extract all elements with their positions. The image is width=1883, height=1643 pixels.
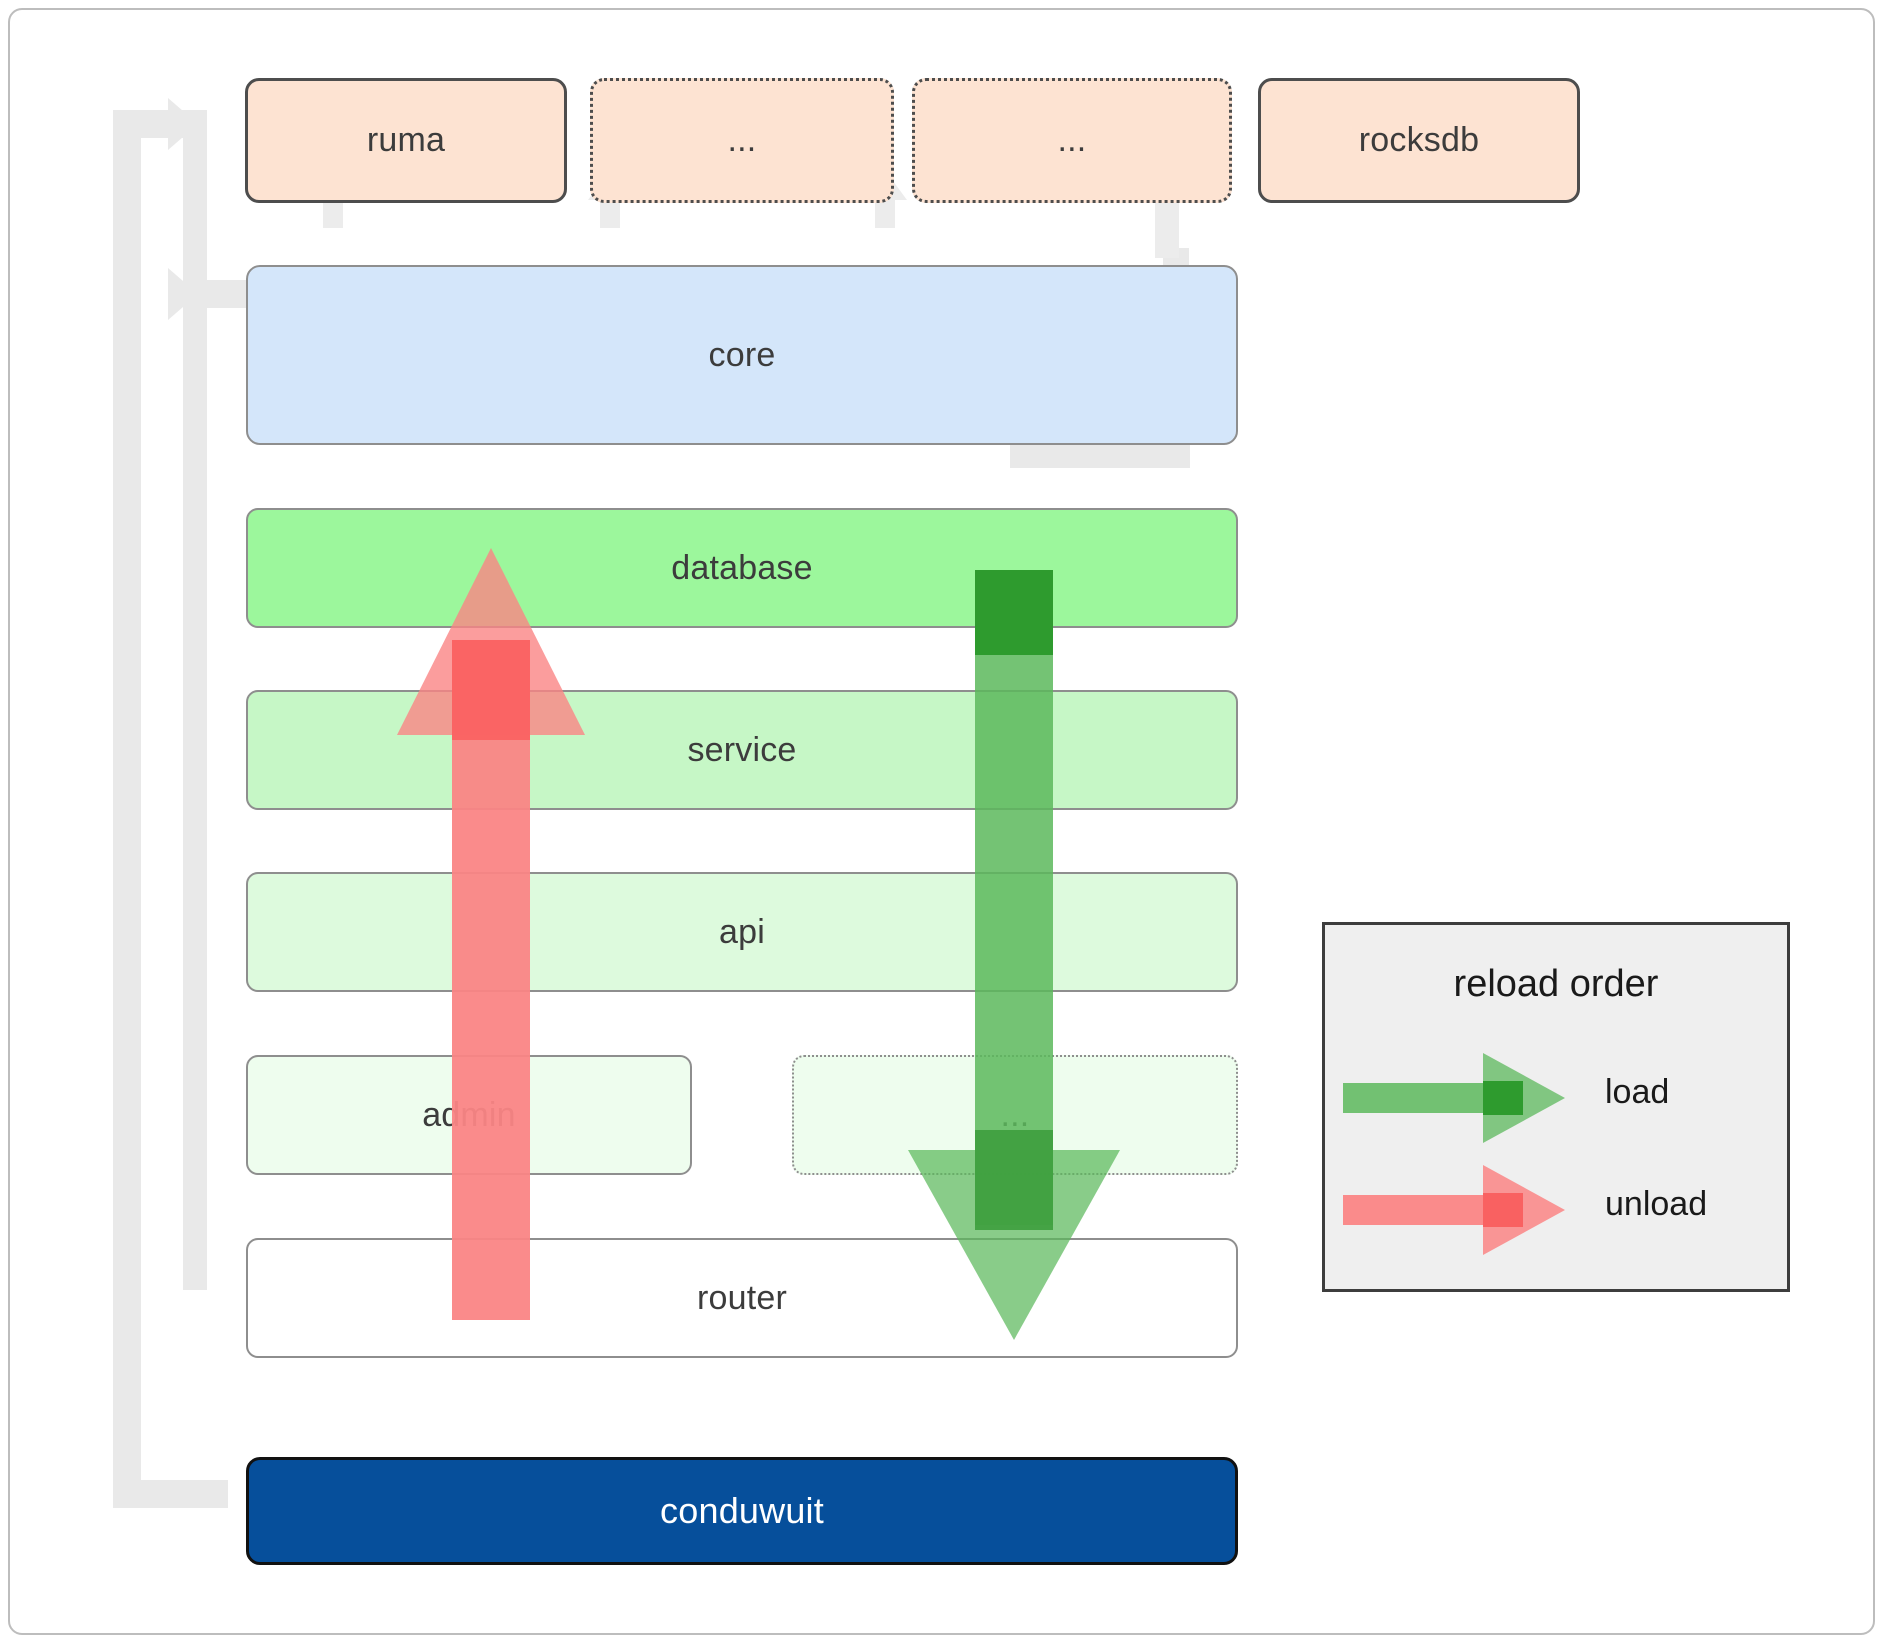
node-service-label: service <box>687 730 797 769</box>
node-bottom-placeholder[interactable]: ... <box>792 1055 1238 1175</box>
core-to-ruma-shaft <box>323 198 343 228</box>
node-conduwuit-label: conduwuit <box>660 1490 824 1531</box>
node-dep-placeholder-2-label: ... <box>1057 121 1087 159</box>
node-database-label: database <box>671 548 813 587</box>
node-dep-placeholder-2[interactable]: ... <box>912 78 1232 203</box>
node-conduwuit[interactable]: conduwuit <box>246 1457 1238 1565</box>
core-to-dep2-shaft <box>600 198 620 228</box>
legend-unload-arrow <box>1343 1165 1565 1255</box>
node-router-label: router <box>696 1278 788 1317</box>
node-api[interactable]: api <box>246 872 1238 992</box>
node-rocksdb-label: rocksdb <box>1358 121 1480 159</box>
diagram-frame <box>8 8 1875 1635</box>
legend-load-arrow <box>1343 1053 1565 1143</box>
connector-rocksdb-horizontal <box>1010 442 1190 468</box>
node-bottom-placeholder-label: ... <box>1000 1095 1030 1134</box>
legend-load-label: load <box>1605 1073 1670 1111</box>
node-dep-placeholder-1[interactable]: ... <box>590 78 894 203</box>
node-api-label: api <box>719 912 765 951</box>
node-core-label: core <box>708 335 776 374</box>
legend-unload-label: unload <box>1605 1185 1708 1223</box>
node-service[interactable]: service <box>246 690 1238 810</box>
legend-panel: reload order load unload <box>1322 922 1790 1292</box>
node-router[interactable]: router <box>246 1238 1238 1358</box>
node-ruma[interactable]: ruma <box>245 78 567 203</box>
legend-title: reload order <box>1453 963 1659 1005</box>
node-core[interactable]: core <box>246 265 1238 445</box>
connector-trunk-outer <box>113 130 141 1508</box>
node-rocksdb[interactable]: rocksdb <box>1258 78 1580 203</box>
node-admin[interactable]: admin <box>246 1055 692 1175</box>
node-dep-placeholder-1-label: ... <box>727 121 757 159</box>
database-to-rocksdb-shaft <box>1155 198 1179 258</box>
core-to-dep3-shaft <box>875 198 895 228</box>
node-database[interactable]: database <box>246 508 1238 628</box>
node-admin-label: admin <box>422 1095 516 1134</box>
connector-trunk-outer-bottom <box>113 1480 228 1508</box>
connector-arrow-core <box>168 268 198 320</box>
node-ruma-label: ruma <box>366 121 446 159</box>
